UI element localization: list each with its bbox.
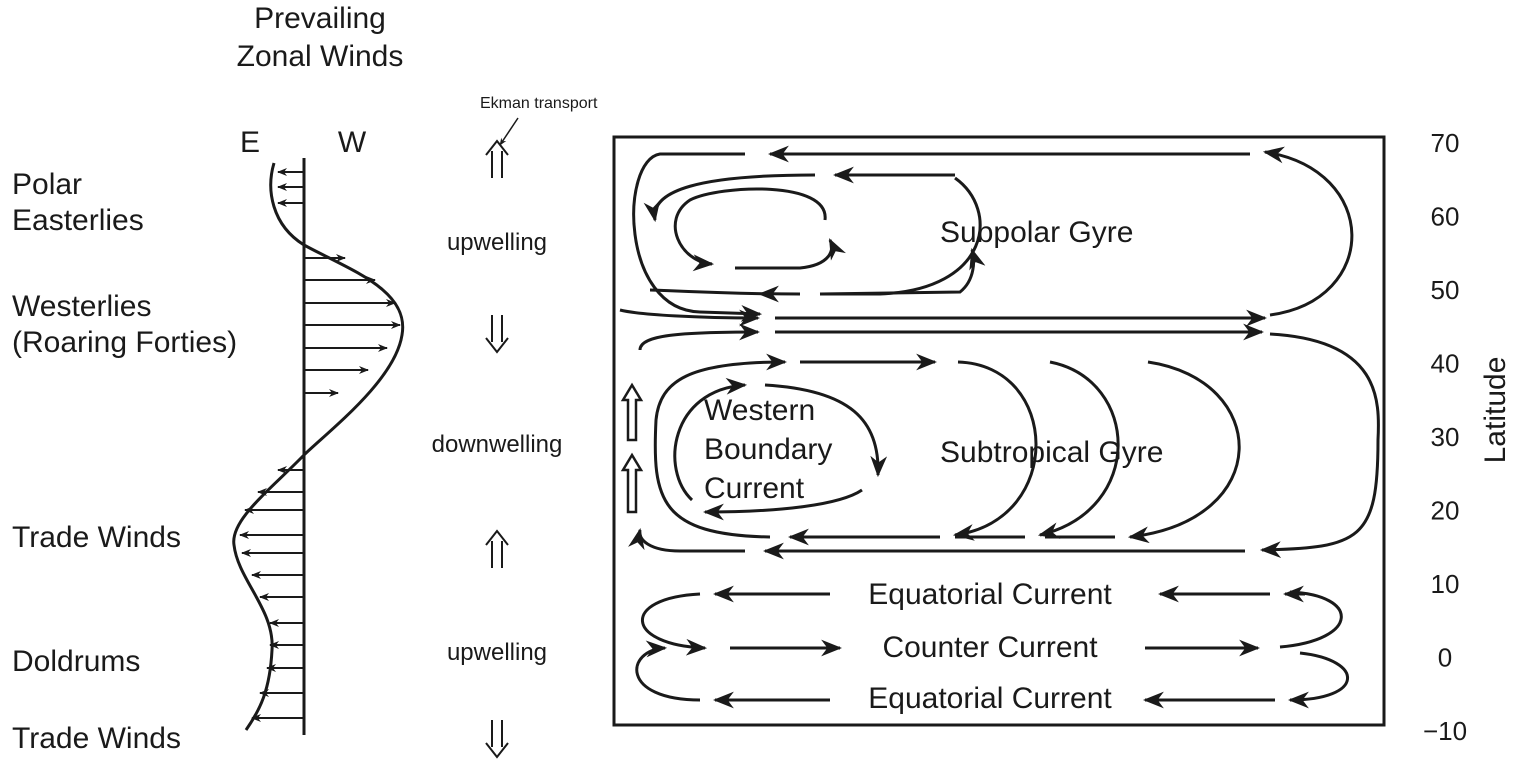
- hollow-up-arrow: [620, 452, 644, 514]
- latitude-tick: 50: [1431, 275, 1460, 305]
- belt-polar-easterlies-1: Polar: [12, 168, 82, 201]
- latitude-tick: 70: [1431, 128, 1460, 158]
- latitude-tick: 30: [1431, 422, 1460, 452]
- equatorial-current-north-label: Equatorial Current: [868, 578, 1112, 611]
- ekman-label-downwelling: downwelling: [432, 431, 563, 458]
- ekman-down-arrow: [485, 720, 509, 759]
- ekman-up-arrow: [485, 139, 509, 178]
- subpolar-gyre: [632, 145, 1354, 322]
- ekman-down-arrow: [485, 315, 509, 354]
- subtropical-gyre: [628, 332, 1380, 560]
- belt-trade-winds-north: Trade Winds: [12, 521, 181, 554]
- east-label: E: [240, 126, 260, 159]
- latitude-axis-label: Latitude: [1479, 357, 1512, 464]
- ocean-basin-frame: [612, 135, 1386, 727]
- title-line-2: Zonal Winds: [237, 40, 404, 73]
- ekman-label-upwelling-north: upwelling: [447, 229, 547, 256]
- subtropical-gyre-label: Subtropical Gyre: [940, 436, 1163, 469]
- latitude-tick: 60: [1431, 202, 1460, 232]
- west-label: W: [338, 126, 367, 159]
- ekman-up-arrow: [485, 529, 509, 568]
- counter-current-label: Counter Current: [882, 631, 1098, 664]
- ekman-arrows: [485, 139, 509, 759]
- western-boundary-label-2: Boundary: [704, 433, 832, 466]
- hollow-up-arrow: [620, 382, 644, 442]
- belt-westerlies-1: Westerlies: [12, 290, 151, 323]
- latitude-tick: 0: [1438, 643, 1452, 673]
- western-boundary-label-3: Current: [704, 472, 805, 505]
- equatorial-system: [635, 585, 1349, 709]
- ekman-pointer: [499, 117, 519, 146]
- latitude-tick: −10: [1423, 716, 1467, 746]
- wind-arrows: [239, 168, 401, 722]
- belt-doldrums: Doldrums: [12, 645, 140, 678]
- latitude-tick: 40: [1431, 349, 1460, 379]
- belt-polar-easterlies-2: Easterlies: [12, 204, 144, 237]
- title-line-1: Prevailing: [254, 2, 386, 35]
- wind-profile-curve: [232, 162, 405, 731]
- ekman-annotation: Ekman transport: [480, 95, 598, 112]
- wind-profile: [232, 158, 405, 735]
- equatorial-current-south-label: Equatorial Current: [868, 682, 1112, 715]
- latitude-ticks: 70 60 50 40 30 20 10 0 −10: [1423, 128, 1467, 746]
- western-boundary-hollow-arrows: [620, 382, 644, 514]
- westerly-drift: [619, 308, 1268, 351]
- belt-westerlies-2: (Roaring Forties): [12, 326, 237, 359]
- latitude-tick: 10: [1431, 569, 1460, 599]
- ekman-label-upwelling-south: upwelling: [447, 639, 547, 666]
- subpolar-gyre-label: Subpolar Gyre: [940, 216, 1133, 249]
- latitude-tick: 20: [1431, 496, 1460, 526]
- belt-trade-winds-south: Trade Winds: [12, 722, 181, 755]
- western-boundary-label-1: Western: [704, 394, 815, 427]
